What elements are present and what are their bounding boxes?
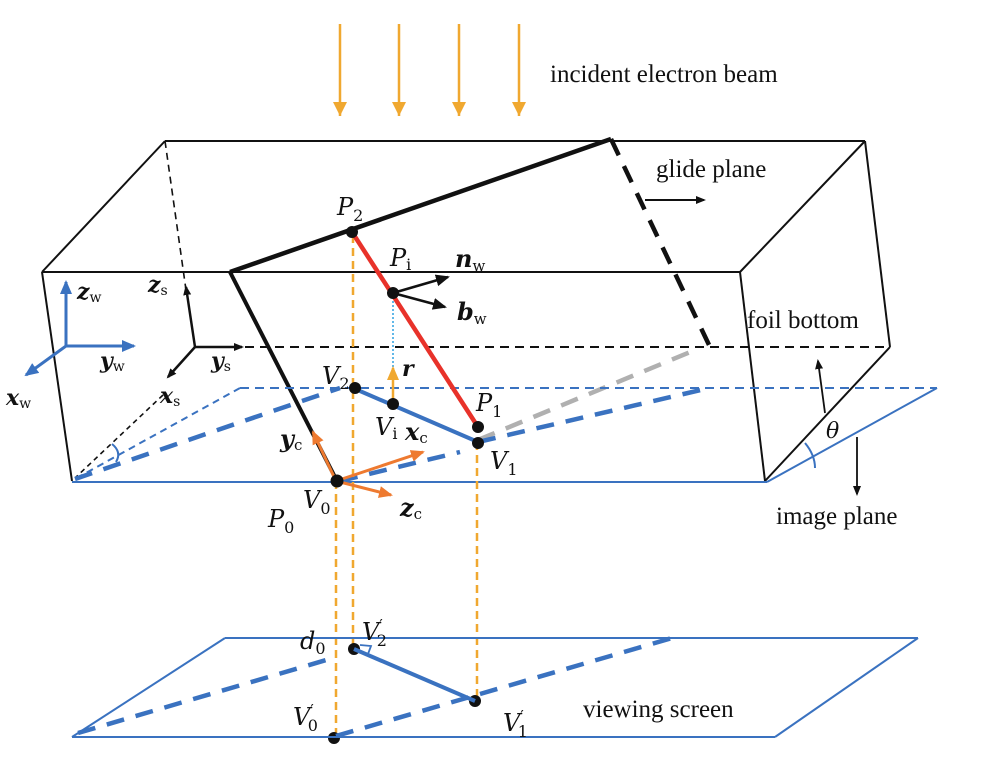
math-labels: P2 Pi nw bw r V2 P1 Vi xc V1 yc V0 P0 zc… [5,193,528,741]
foil-bottom-label: foil bottom [747,307,859,334]
label-v2-prime: V′2 [362,616,387,650]
label-v0: V0 [303,486,331,518]
point-vi [387,398,399,410]
box-edge-back-right [864,140,891,348]
screen-projected-segment [353,647,476,703]
theta-arc [804,442,816,469]
point-pi [387,287,399,299]
label-yc: yc [279,424,302,454]
point-v2 [349,382,361,394]
viewing-screen [71,635,919,739]
label-d0: d0 [300,627,326,658]
screen-left-edge [71,637,226,738]
box-edge-bottom-right [764,346,891,482]
label-bw: bw [457,297,487,328]
point-v1 [472,437,484,449]
image-plane [72,385,938,484]
glide-plane-label: glide plane [656,156,766,183]
box-hidden-diagonal [74,394,164,479]
label-v2: V2 [322,362,350,393]
projected-glide-edge-right [477,386,706,445]
projected-glide-edge-center [339,449,461,484]
point-p1 [472,421,484,433]
specimen-axes [166,285,244,379]
point-p2 [346,226,358,238]
label-zw: zw [76,279,102,306]
glide-plane-top-edge [229,136,612,275]
label-pi: Pi [389,244,411,274]
image-plane-left-edge-hidden [74,387,241,480]
label-p1: P1 [475,389,502,421]
screen-right-edge [774,637,919,738]
glide-plane-hidden-bottom [477,347,696,443]
label-v1: V1 [490,447,518,479]
label-v0-prime: V′0 [293,701,318,735]
viewing-screen-label: viewing screen [583,696,734,723]
label-ys: ys [210,348,231,375]
label-r: r [402,356,415,382]
electron-beam-arrows [333,24,526,116]
angle-arc-left [111,443,120,463]
label-zc: zc [399,493,422,523]
box-edge-front-right [739,271,766,482]
nw-vector-arrow [392,274,450,295]
yc-axis-arrow [311,430,338,482]
xs-axis-arrow [166,346,196,379]
screen-projected-edge-left [77,655,334,736]
xc-axis-arrow [335,450,425,483]
label-xc: xc [404,417,428,447]
projected-glide-edge-left [74,385,341,482]
point-v0 [330,474,344,488]
dislocation-segment [350,230,480,429]
projection-lines [334,235,479,738]
box-edge-top-right [739,140,866,273]
zc-axis-arrow [335,479,393,498]
foil-normal-arrow [815,359,826,414]
world-axes [24,280,136,377]
beam-label: incident electron beam [550,61,778,88]
label-yw: yw [99,348,125,375]
xw-axis-arrow [24,344,67,377]
glide-plane-right-edge-hidden [608,138,713,348]
label-xs: xs [159,383,180,410]
label-nw: nw [455,244,485,275]
bw-vector-arrow [392,291,447,310]
label-p2: P2 [336,193,363,225]
label-v1-prime: V′1 [503,707,528,741]
image-plane-label: image plane [776,503,897,530]
right-angle-mark [359,644,373,655]
box-edge-front-left [41,271,73,482]
label-p0: P0 [267,505,294,537]
label-zs: zs [147,272,168,299]
label-vi: Vi [375,413,397,443]
box-edge-hidden-back-left [164,140,187,291]
image-plane-right-edge [766,387,938,483]
camera-axes [311,430,425,498]
theta-label: θ [826,419,839,444]
label-xw: xw [5,385,31,412]
box-edge-top-left [41,140,166,273]
projected-segment-v2-v1 [352,386,479,444]
zs-axis-arrow [183,285,197,348]
